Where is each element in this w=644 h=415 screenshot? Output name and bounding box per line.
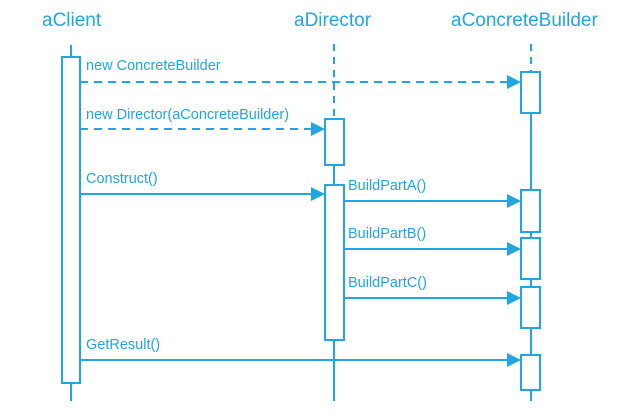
message-label-new-concrete-builder: new ConcreteBuilder	[86, 58, 221, 74]
message-get-result: GetResult()	[80, 337, 521, 367]
participant-label-director: aDirector	[294, 10, 372, 31]
activation-builder-partA	[520, 189, 541, 233]
message-label-construct: Construct()	[86, 171, 158, 187]
message-build-part-c: BuildPartC()	[344, 275, 521, 305]
arrow-head-build-part-b	[507, 242, 521, 256]
activation-director-construct	[324, 184, 345, 341]
message-build-part-a: BuildPartA()	[344, 178, 521, 208]
activation-builder-partC	[520, 286, 541, 329]
activation-builder-created	[520, 71, 541, 114]
participant-label-client: aClient	[42, 10, 102, 31]
message-build-part-b: BuildPartB()	[344, 226, 521, 256]
activation-client	[61, 56, 81, 384]
message-label-get-result: GetResult()	[86, 337, 160, 353]
arrow-head-construct	[311, 187, 325, 201]
participant-label-concretebuilder: aConcreteBuilder	[451, 10, 598, 31]
activation-director-created	[324, 118, 345, 166]
participant-labels: aClient aDirector aConcreteBuilder	[42, 10, 598, 31]
message-label-build-part-a: BuildPartA()	[348, 178, 426, 194]
message-label-new-director: new Director(aConcreteBuilder)	[86, 107, 289, 123]
message-label-build-part-b: BuildPartB()	[348, 226, 426, 242]
message-construct: Construct()	[80, 171, 325, 201]
message-new-director: new Director(aConcreteBuilder)	[80, 107, 325, 136]
activation-builder-getresult	[520, 354, 541, 391]
activation-builder-partB	[520, 237, 541, 280]
activation-bars	[61, 56, 541, 391]
message-label-build-part-c: BuildPartC()	[348, 275, 427, 291]
message-new-concrete-builder: new ConcreteBuilder	[80, 58, 521, 89]
arrow-head-get-result	[507, 353, 521, 367]
arrow-head-new-director	[311, 122, 325, 136]
arrow-head-build-part-a	[507, 194, 521, 208]
lifelines	[70, 44, 532, 401]
arrow-head-new-concrete-builder	[507, 75, 521, 89]
arrow-head-build-part-c	[507, 291, 521, 305]
